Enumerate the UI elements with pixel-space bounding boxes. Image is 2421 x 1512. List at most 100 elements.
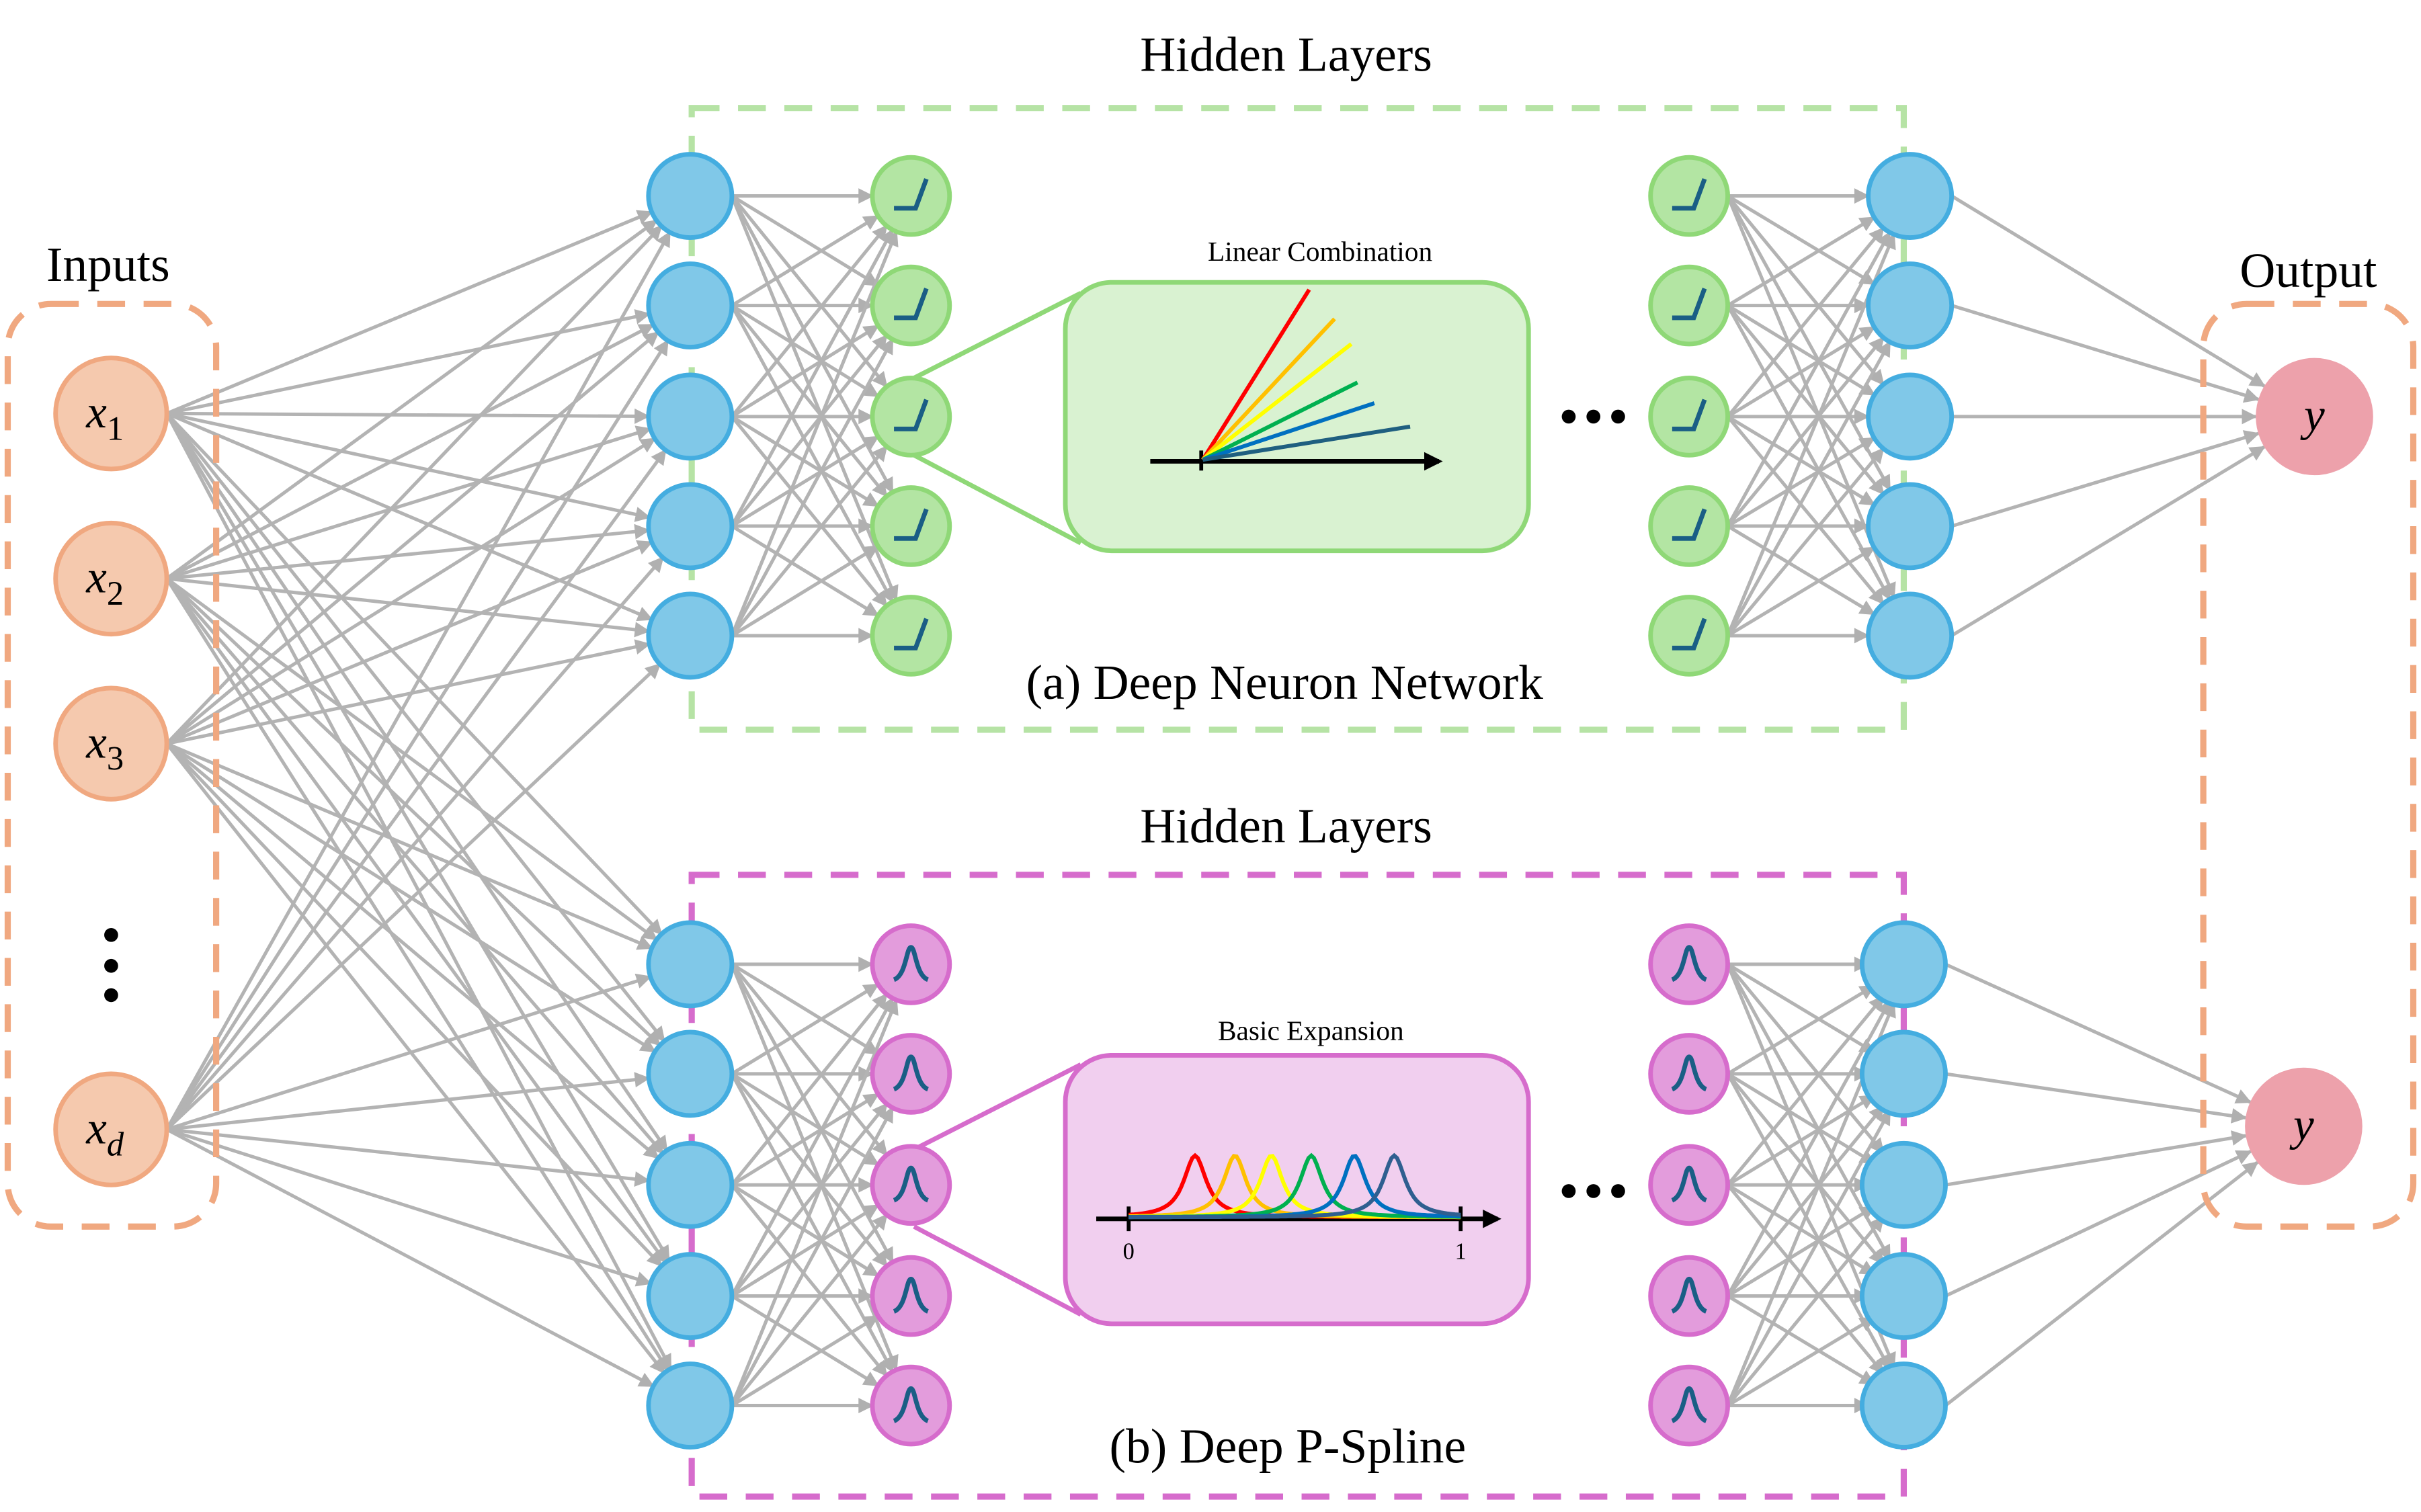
hidden-edge (1726, 304, 1885, 495)
relu-icon (1672, 508, 1707, 541)
linear-combination-title: Linear Combination (1208, 236, 1432, 267)
inputs-group-box (4, 300, 220, 1230)
input-edge (166, 309, 651, 415)
hidden-edge (1727, 546, 1876, 638)
caption-deep-neuron-network: (a) Deep Neuron Network (1026, 655, 1544, 710)
dps-basis-neuron (1648, 1033, 1731, 1115)
output-edge (1951, 304, 2260, 403)
input-edge (167, 408, 651, 424)
dnn-last-neuron (1866, 591, 1955, 680)
output-node-dnn: y (2256, 358, 2373, 476)
input-edge (165, 219, 658, 581)
dps-layer1-neuron (646, 1361, 735, 1450)
output-edge (1951, 445, 2266, 638)
hidden-edge (1726, 304, 1891, 601)
dnn-relu-neuron (1648, 155, 1731, 237)
input-edge (166, 210, 653, 415)
hidden-edge (1726, 1183, 1885, 1375)
bump-basis-icon (1671, 1386, 1708, 1423)
output-node-label: y (2289, 1099, 2314, 1150)
bump-basis-icon (893, 1276, 930, 1314)
hidden-edge (1726, 999, 1892, 1297)
linear-combination-line (1201, 342, 1353, 462)
dnn-layer1-neuron (646, 591, 735, 680)
basic-expansion-callout: Basic Expansion 0 1 (913, 1015, 1531, 1327)
hidden-edge (1726, 447, 1885, 637)
hidden-edge (730, 415, 888, 607)
hidden-edge (730, 1102, 889, 1298)
hidden-edge (1726, 1105, 1885, 1298)
hidden-edge (1726, 1073, 1885, 1265)
relu-icon (1672, 398, 1707, 431)
hidden-edge (731, 1314, 880, 1407)
output-group-box (2200, 300, 2417, 1230)
hidden-edge (1727, 216, 1876, 307)
dnn-relu-neuron (1648, 485, 1731, 567)
dps-last-neuron (1859, 1252, 1948, 1341)
linear-combination-line (1202, 401, 1375, 462)
hidden-edge (1727, 984, 1876, 1076)
linear-combination-line (1202, 380, 1358, 462)
bump-basis-icon (1671, 945, 1708, 982)
input-edge (166, 973, 652, 1132)
hidden-edge (1727, 436, 1876, 528)
ellipsis-layers-a (1561, 409, 1625, 424)
input-edge (165, 1128, 655, 1388)
hidden-edge (731, 304, 880, 398)
dnn-relu-neuron (1648, 264, 1731, 347)
hidden-layers-label-a: Hidden Layers (1140, 28, 1432, 82)
input-edge (165, 412, 663, 935)
hidden-edge (1727, 1316, 1876, 1407)
hidden-edge (731, 324, 880, 419)
hidden-edge (730, 999, 899, 1406)
input-edge (165, 230, 671, 1130)
input-edge (166, 1072, 651, 1132)
hidden-edge (1726, 1109, 1892, 1406)
caption-deep-p-spline: (b) Deep P-Spline (1110, 1419, 1467, 1474)
bump-basis-icon (893, 1386, 930, 1423)
bump-basis-icon (893, 1054, 930, 1092)
input-edge (166, 1128, 651, 1187)
dnn-relu-neuron (1648, 376, 1731, 458)
input-edge (165, 577, 658, 941)
hidden-edge (730, 997, 895, 1297)
hidden-edge (730, 230, 899, 636)
hidden-edge (730, 194, 889, 388)
hidden-edge (1727, 962, 1876, 1054)
hidden-edge (1726, 226, 1885, 418)
input-edge (166, 639, 651, 746)
hidden-edge (731, 544, 880, 638)
basic-expansion-title: Basic Expansion (1218, 1015, 1404, 1046)
linear-combination-line (1202, 424, 1411, 462)
hidden-edge (1726, 1073, 1892, 1371)
linear-combination-line (1200, 288, 1311, 461)
hidden-edge (1727, 325, 1876, 419)
dps-basis-neuron (870, 1144, 952, 1226)
dnn-layer1-neuron (646, 482, 735, 571)
hidden-edge (730, 1106, 895, 1406)
hidden-edge (731, 435, 880, 528)
hidden-edge (1726, 415, 1885, 605)
hidden-edge (731, 1183, 880, 1277)
connection-edges (165, 188, 2266, 1414)
input-edge (165, 556, 665, 1131)
hidden-edge (1726, 194, 1885, 386)
hidden-edge (1727, 194, 1876, 286)
dps-basis-neuron (1648, 923, 1731, 1005)
hidden-edge (731, 1204, 880, 1298)
input-node-d: xd (53, 1071, 169, 1187)
dps-last-neuron (1859, 1140, 1948, 1229)
dnn-relu-neuron (870, 264, 952, 347)
output-node-label: y (2300, 390, 2325, 441)
relu-icon (894, 508, 929, 541)
dnn-relu-neuron (1648, 595, 1731, 677)
input-node-3: x3 (53, 685, 169, 802)
input-edge (165, 663, 661, 1131)
dps-basis-neuron (870, 1255, 952, 1337)
output-edge (1951, 430, 2260, 528)
hidden-edge (730, 993, 889, 1186)
relu-icon (894, 288, 929, 321)
hidden-edge (730, 963, 895, 1264)
dnn-layer1-neuron (646, 261, 735, 350)
input-edge (165, 224, 663, 745)
